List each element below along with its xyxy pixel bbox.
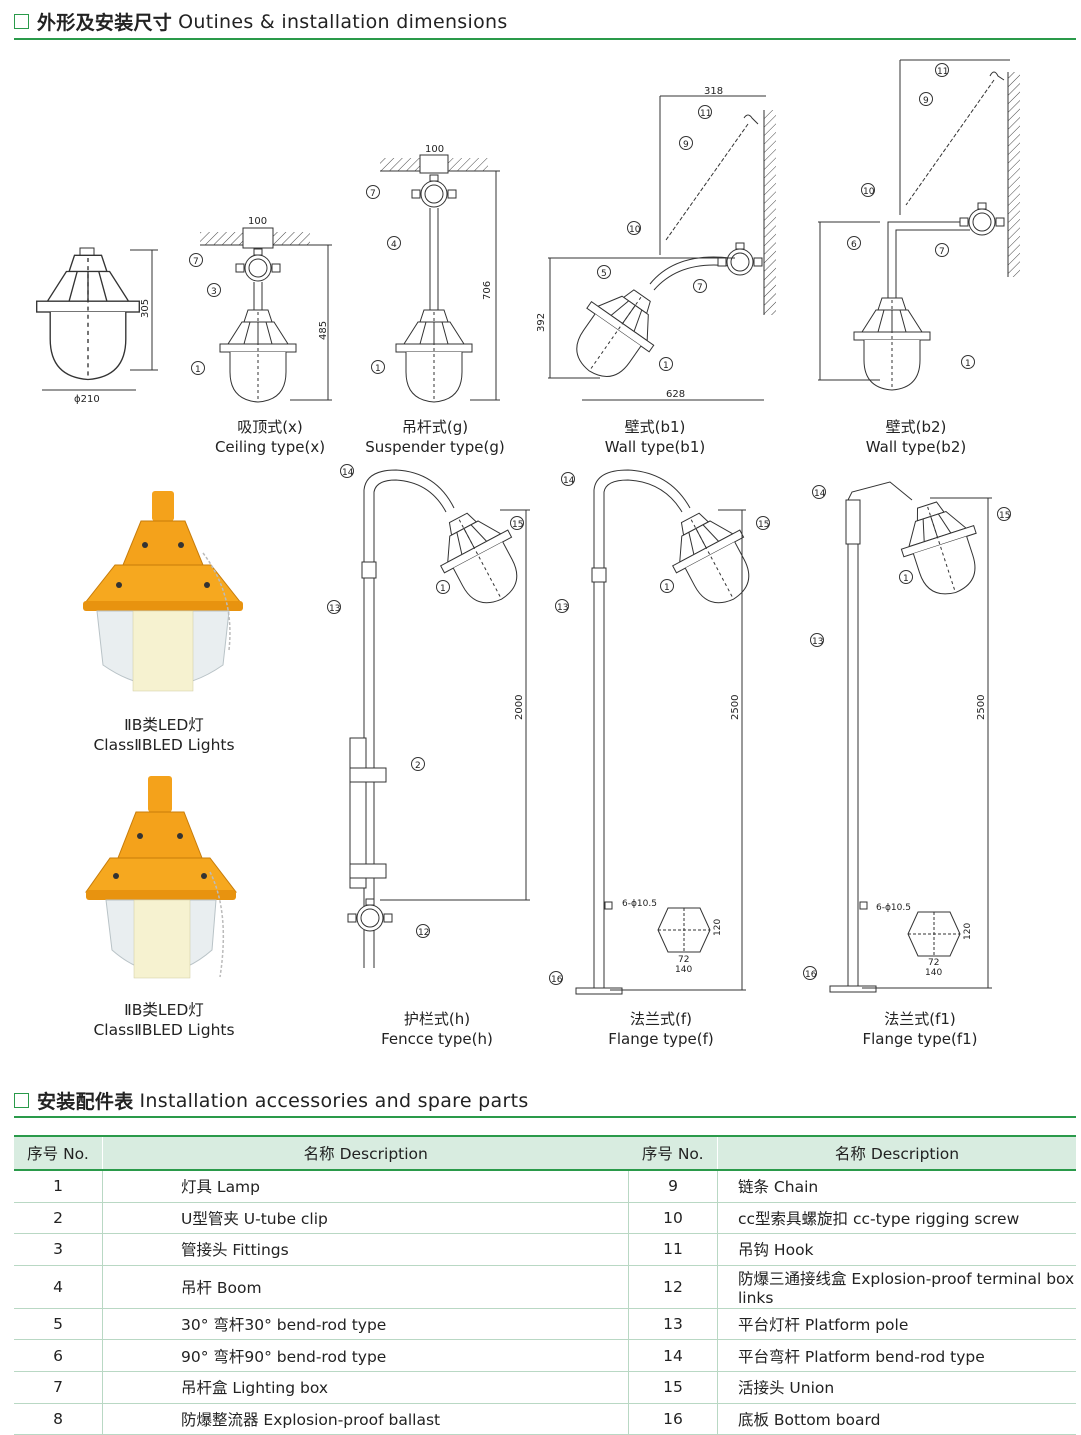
caption-suspender-type: 吊杆式(g) Suspender type(g)	[365, 418, 505, 456]
table-row: 2 U型管夹 U-tube clip 10 cc型索具螺旋扣 cc-type r…	[14, 1202, 1076, 1235]
drawing-lamp: 305 ϕ210	[36, 247, 158, 405]
svg-text:16: 16	[805, 970, 817, 980]
svg-text:2500: 2500	[976, 695, 987, 720]
drawing-wall-type-b1: 318 392 628 11 9 10 5 7 1	[536, 86, 776, 401]
svg-text:392: 392	[536, 313, 547, 332]
caption-led-lights-1: ⅡB类LED灯 ClassⅡBLED Lights	[93, 716, 235, 754]
svg-text:15: 15	[512, 520, 523, 530]
svg-text:13: 13	[812, 637, 823, 647]
svg-text:1: 1	[903, 574, 909, 584]
svg-text:6: 6	[851, 240, 857, 250]
svg-text:1: 1	[664, 583, 670, 593]
led-lamp-photo-2	[85, 776, 238, 979]
svg-text:318: 318	[704, 86, 723, 97]
caption-ceiling-type: 吸顶式(x) Ceiling type(x)	[214, 418, 326, 456]
svg-text:6-ϕ10.5: 6-ϕ10.5	[876, 903, 911, 913]
svg-text:120: 120	[713, 919, 723, 936]
svg-text:12: 12	[418, 928, 429, 938]
svg-text:2500: 2500	[730, 695, 741, 720]
svg-text:7: 7	[370, 189, 376, 199]
svg-text:100: 100	[248, 216, 267, 227]
checkbox-square-icon	[14, 1093, 29, 1108]
drawing-suspender-type: 100 706 7 4 1	[366, 144, 500, 403]
svg-text:2: 2	[415, 761, 421, 771]
col-header-no-2: 序号 No.	[628, 1135, 718, 1171]
dim-lamp-height: 305	[140, 299, 151, 318]
drawing-wall-type-b2: 11 9 10 6 7 1	[818, 59, 1020, 391]
svg-text:11: 11	[700, 109, 711, 119]
svg-text:120: 120	[963, 923, 973, 940]
table-row: 4 吊杆 Boom 12 防爆三通接线盒 Explosion-proof ter…	[14, 1265, 1076, 1309]
table-row: 6 90° 弯杆90° bend-rod type 14 平台弯杆 Platfo…	[14, 1339, 1076, 1372]
caption-led-lights-2: ⅡB类LED灯 ClassⅡBLED Lights	[93, 1001, 235, 1039]
svg-text:3: 3	[211, 287, 217, 297]
svg-text:16: 16	[551, 975, 563, 985]
svg-text:72: 72	[678, 955, 689, 965]
svg-text:140: 140	[675, 965, 692, 975]
svg-text:2000: 2000	[514, 695, 525, 720]
svg-text:6-ϕ10.5: 6-ϕ10.5	[622, 899, 657, 909]
svg-text:13: 13	[557, 603, 568, 613]
section-title-accessories: 安装配件表 Installation accessories and spare…	[14, 1087, 529, 1114]
svg-text:10: 10	[629, 225, 641, 235]
svg-text:9: 9	[923, 96, 929, 106]
accessories-table: 序号 No. 名称 Description 序号 No. 名称 Descript…	[14, 1135, 1076, 1435]
dimension-drawings: 305 ϕ210 100 485 7 3 1 100 706 7 4 1	[36, 59, 1020, 995]
caption-flange-type-f1: 法兰式(f1) Flange type(f1)	[862, 1010, 978, 1048]
svg-text:10: 10	[863, 187, 875, 197]
svg-text:72: 72	[928, 958, 939, 968]
svg-text:7: 7	[939, 247, 945, 257]
svg-text:485: 485	[318, 321, 329, 340]
col-header-description-1: 名称 Description	[102, 1135, 629, 1171]
svg-text:7: 7	[697, 283, 703, 293]
svg-text:14: 14	[563, 476, 575, 486]
svg-text:706: 706	[482, 281, 493, 300]
table-row: 8 防爆整流器 Explosion-proof ballast 16 底板 Bo…	[14, 1403, 1076, 1435]
svg-text:1: 1	[195, 365, 201, 375]
svg-text:14: 14	[814, 489, 826, 499]
caption-wall-type-b2: 壁式(b2) Wall type(b2)	[865, 418, 967, 456]
checkbox-square-icon	[14, 14, 29, 29]
led-lamp-photo-1	[83, 491, 243, 692]
svg-text:1: 1	[965, 359, 971, 369]
drawing-fence-type: 2000 14 15 1 13 2 12	[327, 464, 536, 968]
svg-text:9: 9	[683, 140, 689, 150]
svg-text:1: 1	[375, 364, 381, 374]
col-header-description-2: 名称 Description	[717, 1135, 1076, 1171]
svg-text:4: 4	[391, 240, 397, 250]
drawing-ceiling-type: 100 485 7 3 1	[189, 216, 332, 403]
section-title-dimensions: 外形及安装尺寸 Outines & installation dimension…	[14, 8, 508, 35]
table-header-row: 序号 No. 名称 Description 序号 No. 名称 Descript…	[14, 1135, 1076, 1171]
svg-text:11: 11	[937, 67, 948, 77]
caption-flange-type-f: 法兰式(f) Flange type(f)	[608, 1010, 714, 1048]
table-row: 1 灯具 Lamp 9 链条 Chain	[14, 1170, 1076, 1203]
section-divider	[14, 38, 1076, 40]
svg-text:14: 14	[342, 468, 354, 478]
col-header-no-1: 序号 No.	[14, 1135, 103, 1171]
table-row: 5 30° 弯杆30° bend-rod type 13 平台灯杆 Platfo…	[14, 1308, 1076, 1341]
svg-text:1: 1	[440, 584, 446, 594]
svg-text:140: 140	[925, 968, 942, 978]
section-divider	[14, 1116, 1076, 1118]
dim-lamp-diameter: ϕ210	[74, 394, 100, 405]
table-row: 7 吊杆盒 Lighting box 15 活接头 Union	[14, 1371, 1076, 1404]
drawing-flange-type-f1: 2500 6-ϕ10.5 120 72 140 14 15 1 13 16	[803, 481, 1011, 993]
svg-text:100: 100	[425, 144, 444, 155]
caption-fence-type: 护栏式(h) Fencce type(h)	[381, 1010, 493, 1048]
svg-text:628: 628	[666, 389, 685, 400]
caption-wall-type-b1: 壁式(b1) Wall type(b1)	[604, 418, 706, 456]
svg-text:5: 5	[601, 269, 607, 279]
svg-text:13: 13	[329, 604, 340, 614]
svg-text:15: 15	[758, 520, 769, 530]
svg-text:7: 7	[193, 257, 199, 267]
svg-text:15: 15	[999, 511, 1010, 521]
svg-text:1: 1	[663, 361, 669, 371]
table-row: 3 管接头 Fittings 11 吊钩 Hook	[14, 1233, 1076, 1266]
drawing-flange-type-f: 2500 6-ϕ10.5 120 72 140 14 15 1 13 16	[549, 469, 770, 995]
